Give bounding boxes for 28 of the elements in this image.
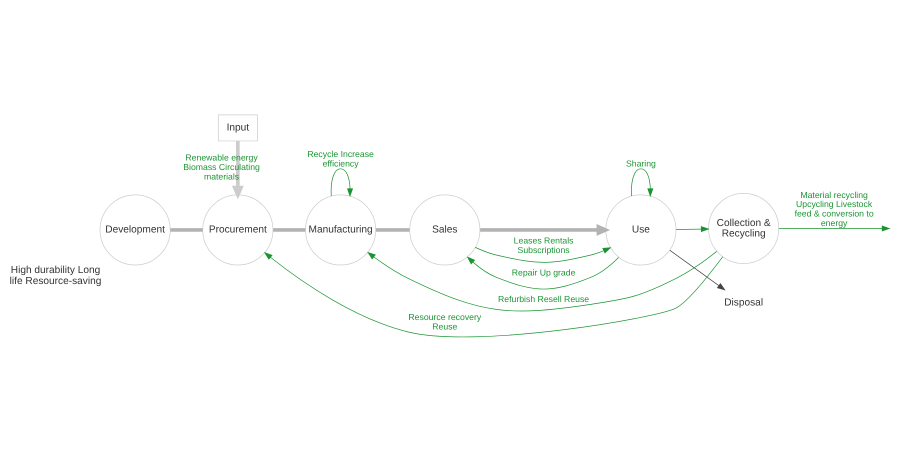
connector: [376, 228, 410, 232]
arrow: [330, 168, 354, 198]
arrow: [670, 250, 726, 291]
arrow: [232, 141, 244, 200]
arrow: [676, 226, 710, 232]
arrow: [264, 252, 724, 338]
connector: [170, 228, 203, 232]
arrow: [466, 256, 619, 290]
edge-label: Repair Up grade: [512, 267, 576, 278]
node-text: Disposal: [724, 298, 764, 309]
edge-label: Sharing: [626, 158, 656, 168]
node-circle: Collection & Recycling: [708, 193, 780, 264]
edge-label: Material recycling Upcycling Livestock feed & conversion to energy: [794, 190, 874, 228]
node-label: High durability Long life Resource-saving: [10, 265, 102, 288]
node-circle: Development: [100, 194, 171, 266]
edge-label: Renewable energy Biomass Circulating materials: [183, 152, 260, 182]
edge-label: Refurbish Resell Reuse: [498, 294, 590, 304]
node-circle: Use: [605, 194, 676, 266]
arrow: [631, 168, 654, 198]
arrow: [367, 251, 718, 312]
arrow: [480, 224, 610, 236]
edge-label: Resource recovery Reuse: [408, 312, 482, 332]
edge-label: Recycle Increase efficiency: [307, 148, 374, 168]
edge-label: Leases Rentals Subscriptions: [514, 235, 574, 255]
node-box: Input: [218, 114, 258, 142]
arrow: [474, 247, 612, 263]
connector: [273, 228, 306, 232]
arrow: [778, 225, 891, 232]
